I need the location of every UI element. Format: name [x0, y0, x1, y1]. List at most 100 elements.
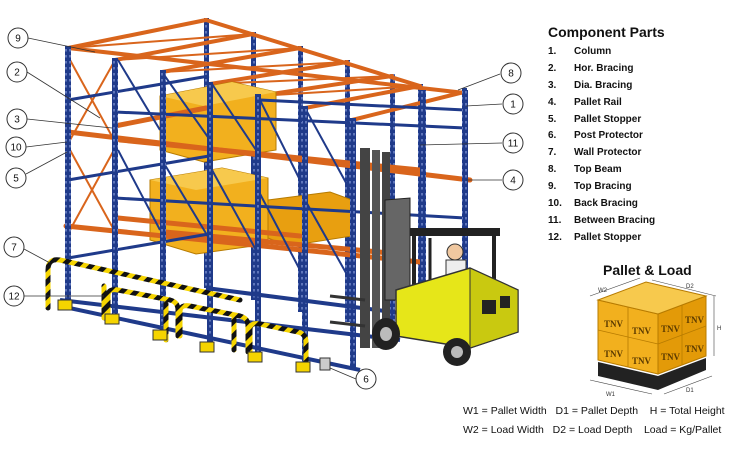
callout-10: 10 — [5, 136, 27, 158]
tnv-label: TNV — [632, 326, 652, 336]
rack-structure — [45, 18, 473, 373]
callout-3: 3 — [6, 108, 28, 130]
legend-total-height: H = Total Height — [649, 405, 725, 417]
component-part-label: Back Bracing — [574, 198, 638, 210]
callout-6-number: 6 — [363, 375, 369, 386]
component-part-label: Column — [574, 46, 612, 57]
callout-7-number: 7 — [11, 243, 17, 254]
legend-load-depth: D2 = Load Depth — [552, 424, 633, 436]
wall-protector — [45, 257, 243, 321]
load-top-face — [596, 281, 708, 315]
callout-3-number: 3 — [14, 115, 20, 126]
dim-d1: D1 — [686, 388, 694, 394]
component-part-number: 10. — [548, 198, 562, 210]
legend-row: W1 = Pallet Width D1 = Pallet Depth H = … — [463, 405, 725, 417]
component-part-number: 7. — [548, 147, 557, 159]
tnv-labels: TNV TNV TNV TNV TNV TNV TNV TNV — [604, 315, 705, 366]
component-part-item: 12. Pallet Stopper — [548, 232, 655, 249]
component-part-item: 6. Post Protector — [548, 130, 655, 147]
callout-10-number: 10 — [10, 143, 22, 154]
component-part-number: 8. — [548, 164, 557, 176]
callout-9: 9 — [7, 27, 29, 49]
component-parts-list: 1. Column 2. Hor. Bracing 3. Dia. Bracing 4. Pa… — [548, 46, 655, 249]
dim-h: H — [717, 326, 721, 332]
tnv-label: TNV — [661, 324, 681, 334]
dim-w1: W1 — [606, 392, 616, 398]
callout-8-number: 8 — [508, 69, 514, 80]
component-part-item: 5. Pallet Stopper — [548, 114, 655, 131]
front-uprights — [65, 46, 468, 368]
callout-12-number: 12 — [8, 292, 20, 303]
tnv-label: TNV — [685, 344, 705, 354]
component-part-number: 6. — [548, 130, 557, 142]
diagonal-bracing — [117, 59, 351, 281]
component-part-item: 4. Pallet Rail — [548, 97, 655, 114]
pallet-load-title: Pallet & Load — [603, 262, 692, 278]
component-part-item: 7. Wall Protector — [548, 147, 655, 164]
callout-6: 6 — [355, 368, 377, 390]
callout-5-number: 5 — [13, 174, 19, 185]
component-part-label: Post Protector — [574, 130, 643, 142]
callout-leaders — [23, 37, 503, 380]
callout-1: 1 — [502, 93, 524, 115]
component-part-number: 12. — [548, 231, 562, 243]
dimension-lines — [589, 277, 717, 395]
component-part-label: Pallet Stopper — [574, 231, 642, 243]
component-part-label: Wall Protector — [574, 147, 642, 159]
component-part-label: Pallet Stopper — [574, 113, 642, 125]
callout-4: 4 — [502, 169, 524, 191]
legend-pallet-depth: D1 = Pallet Depth — [555, 405, 639, 417]
component-parts-title: Component Parts — [548, 24, 665, 40]
callout-11-number: 11 — [508, 139, 519, 150]
back-bracing — [69, 59, 115, 231]
callout-7: 7 — [3, 236, 25, 258]
callout-11: 11 — [502, 132, 524, 154]
callout-4-number: 4 — [510, 176, 516, 187]
callouts: 9 2 3 10 5 7 12 8 1 11 4 6 — [3, 27, 524, 390]
tnv-label: TNV — [604, 349, 624, 359]
component-part-item: 11. Between Bracing — [548, 215, 655, 232]
callout-2: 2 — [6, 61, 28, 83]
callout-5: 5 — [5, 167, 27, 189]
dim-w2: W2 — [598, 288, 608, 294]
component-part-number: 9. — [548, 181, 557, 193]
component-part-label: Dia. Bracing — [574, 79, 633, 91]
tnv-label: TNV — [685, 315, 705, 325]
load-box-seams — [597, 305, 707, 367]
component-part-label: Top Bracing — [574, 181, 632, 193]
forklift — [329, 148, 519, 366]
callout-2-number: 2 — [14, 68, 20, 79]
component-part-label: Top Beam — [574, 164, 622, 176]
legend-load-per-pallet: Load = Kg/Pallet — [643, 424, 722, 436]
top-bracing — [67, 33, 421, 97]
pallet-stopper-guards — [105, 287, 309, 371]
component-part-number: 3. — [548, 79, 557, 91]
legend-load-width: W2 = Load Width — [463, 424, 544, 436]
component-part-number: 4. — [548, 96, 557, 108]
component-part-number: 5. — [548, 113, 557, 125]
legend-row: W2 = Load Width D2 = Load Depth Load = K… — [463, 424, 721, 436]
component-part-label: Between Bracing — [574, 214, 656, 226]
tnv-label: TNV — [661, 352, 681, 362]
component-part-item: 10. Back Bracing — [548, 198, 655, 215]
pallet-load-figure: TNV TNV TNV TNV TNV TNV TNV TNV W2 D2 H … — [589, 277, 721, 398]
component-part-item: 9. Top Bracing — [548, 181, 655, 198]
callout-1-number: 1 — [510, 100, 516, 111]
component-part-item: 1. Column — [548, 46, 655, 63]
callout-8: 8 — [500, 62, 522, 84]
component-part-item: 3. Dia. Bracing — [548, 80, 655, 97]
component-part-label: Pallet Rail — [574, 96, 622, 108]
post-protectors — [57, 299, 331, 373]
component-part-number: 1. — [548, 46, 557, 57]
tnv-label: TNV — [632, 356, 652, 366]
component-part-label: Hor. Bracing — [574, 62, 634, 74]
callout-12: 12 — [3, 285, 25, 307]
component-part-number: 11. — [548, 214, 562, 226]
dim-d2: D2 — [686, 284, 694, 290]
component-part-item: 8. Top Beam — [548, 164, 655, 181]
component-part-number: 2. — [548, 62, 557, 74]
component-part-item: 2. Hor. Bracing — [548, 63, 655, 80]
callout-9-number: 9 — [15, 34, 21, 45]
legend-pallet-width: W1 = Pallet Width — [463, 405, 547, 417]
